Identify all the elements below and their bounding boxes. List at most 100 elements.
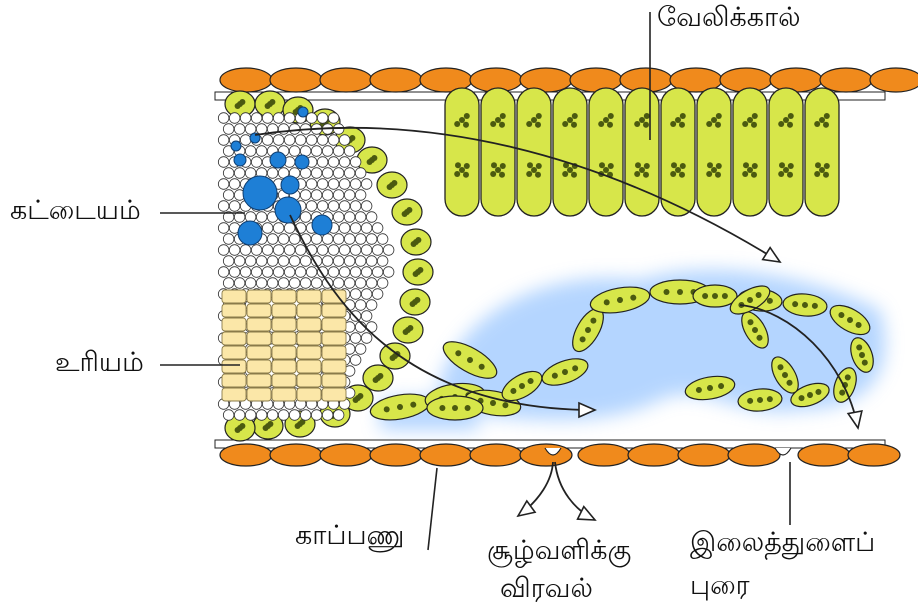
parenchyma-cell [251,245,262,256]
chloroplast-dot [644,163,650,169]
chloroplast-dot [535,122,541,128]
parenchyma-cell [267,410,278,421]
label-stomata-line1: இலைத்துளைப் [690,527,875,558]
parenchyma-cell [273,267,284,278]
lower-epidermis-cell [320,444,372,466]
parenchyma-cell [344,212,355,223]
parenchyma-cell [267,234,278,245]
parenchyma-cell [311,190,322,201]
chloroplast-dot [787,122,793,128]
xylem-cell [247,346,271,359]
lower-epidermis-cell [520,444,572,466]
xylem-cell [272,304,296,317]
chloroplast-dot [464,113,470,119]
chloroplast-dot [679,122,685,128]
parenchyma-cell [218,201,229,212]
lower-epidermis-cell [370,444,422,466]
chloroplast-dot [459,117,465,123]
arrow-diffusion-right [555,462,595,520]
parenchyma-cell [355,168,366,179]
parenchyma-cell [317,113,328,124]
parenchyma-cell [350,333,361,344]
label-diffusion-line1: சூழ்வளிக்கு [487,535,631,566]
xylem-cell [222,388,246,401]
parenchyma-cell [328,201,339,212]
parenchyma-cell [306,179,317,190]
lower-epidermis-cell [578,444,630,466]
parenchyma-cell [289,146,300,157]
parenchyma-cell [300,278,311,289]
chloroplast-dot [377,373,383,379]
chloroplast-dot [454,171,460,177]
chloroplast-dot [815,162,821,168]
chloroplast-dot [675,167,681,173]
parenchyma-cell [289,124,300,135]
chloroplast-dot [715,122,721,128]
parenchyma-cell [256,278,267,289]
arrow-diffusion-left [518,462,553,516]
parenchyma-cell [300,410,311,421]
xylem-cell [272,360,296,373]
parenchyma-cell [262,267,273,278]
chloroplast-dot [608,113,614,119]
label-palisade: வேலிக்கால் [657,2,801,33]
lower-epidermis-cell [628,444,680,466]
chloroplast-dot [607,122,613,128]
parenchyma-cell [284,135,295,146]
parenchyma-cell [229,245,240,256]
lower-epidermis-cell [470,444,522,466]
parenchyma-cell [234,124,245,135]
chloroplast-dot [706,171,712,177]
lower-epidermis-cell [728,444,780,466]
xylem-cell [322,304,346,317]
chloroplast-dot [235,427,241,433]
parenchyma-cell [322,168,333,179]
parenchyma-cell [322,146,333,157]
parenchyma-cell [300,190,311,201]
parenchyma-cell [218,113,229,124]
parenchyma-cell [311,168,322,179]
parenchyma-cell [361,201,372,212]
parenchyma-cell [328,157,339,168]
parenchyma-cell [223,234,234,245]
parenchyma-cell [223,190,234,201]
parenchyma-cell [361,223,372,234]
parenchyma-cell [223,168,234,179]
chloroplast-dot [603,167,609,173]
spongy-cell-group [427,396,483,420]
parenchyma-cell [366,278,377,289]
chloroplast-dot [410,301,416,307]
chloroplast-dot [526,121,532,127]
chloroplast-dot [634,121,640,127]
chloroplast-dot [598,121,604,127]
parenchyma-cell [350,289,361,300]
spongy-cell-group [693,285,737,307]
chloroplast-dot [711,117,717,123]
parenchyma-cell [350,223,361,234]
chloroplast-dot [680,113,686,119]
lower-epidermis-cell [270,444,322,466]
chloroplast-dot [716,163,722,169]
parenchyma-cell [223,410,234,421]
palisade-cell [769,88,803,216]
chloroplast-dot [536,113,542,119]
chloroplast-dot [639,117,645,123]
starch-granule [298,107,308,117]
chloroplast-dot [567,117,573,123]
parenchyma-cell [256,256,267,267]
parenchyma-cell [344,278,355,289]
chloroplast-dot [295,423,301,429]
palisade-cell [625,88,659,216]
parenchyma-cell [262,113,273,124]
parenchyma-cell [339,267,350,278]
xylem-cell [272,290,296,303]
chloroplast-dot [562,171,568,177]
chloroplast-dot [635,162,641,168]
parenchyma-cell [223,278,234,289]
parenchyma-cell [333,256,344,267]
parenchyma-cell [229,113,240,124]
parenchyma-cell [355,212,366,223]
parenchyma-cell [372,289,383,300]
parenchyma-cell [300,212,311,223]
lower-epidermis-cell [420,444,472,466]
